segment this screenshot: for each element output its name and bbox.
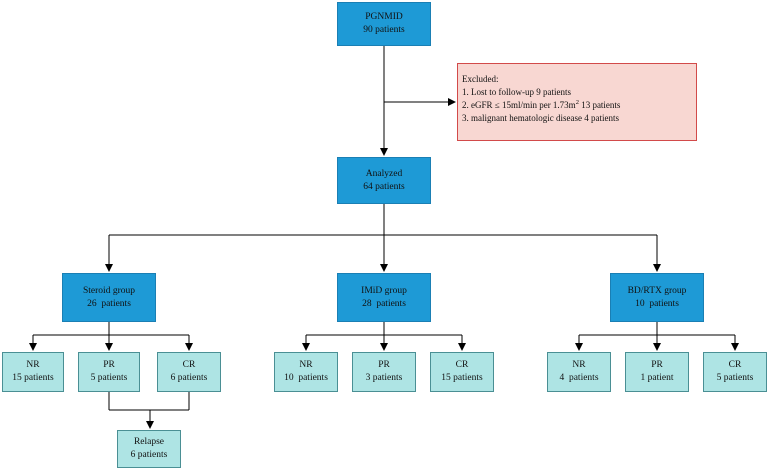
imid-group-box: IMiD group 28 patients [337, 273, 431, 322]
group-title: BD/RTX group [627, 285, 687, 296]
imid-nr-box: NR 10 patients [274, 352, 338, 392]
excluded-item-3: 3. malignant hematologic disease 4 patie… [462, 113, 619, 124]
group-count: 26 patients [87, 298, 131, 309]
outcome-count: 15 patients [12, 373, 54, 383]
bdrtx-pr-box: PR 1 patient [625, 352, 689, 392]
outcome-label: CR [182, 360, 196, 371]
outcome-count: 5 patients [90, 373, 128, 383]
steroid-group-box: Steroid group 26 patients [62, 273, 156, 322]
outcome-label: PR [651, 360, 663, 371]
outcome-label: CR [455, 360, 469, 371]
group-count: 10 patients [635, 298, 679, 309]
steroid-cr-box: CR 6 patients [157, 352, 221, 392]
outcome-count: 15 patients [441, 373, 483, 383]
outcome-label: NR [299, 360, 313, 371]
pgnmid-title: PGNMID [365, 12, 403, 23]
imid-cr-box: CR 15 patients [430, 352, 494, 392]
outcome-count: 4 patients [559, 373, 599, 383]
outcome-count: 3 patients [365, 373, 403, 383]
bdrtx-cr-box: CR 5 patients [703, 352, 767, 392]
outcome-label: CR [728, 360, 742, 371]
outcome-label: NR [26, 360, 40, 371]
outcome-label: PR [103, 360, 115, 371]
steroid-pr-box: PR 5 patients [78, 352, 140, 392]
bdrtx-nr-box: NR 4 patients [547, 352, 611, 392]
relapse-title: Relapse [133, 437, 165, 448]
imid-pr-box: PR 3 patients [352, 352, 416, 392]
analyzed-box: Analyzed 64 patients [337, 157, 431, 204]
group-title: Steroid group [83, 285, 135, 296]
relapse-box: Relapse 6 patients [117, 430, 181, 468]
analyzed-count: 64 patients [363, 181, 405, 192]
steroid-nr-box: NR 15 patients [2, 352, 64, 392]
outcome-count: 10 patients [284, 373, 328, 383]
relapse-count: 6 patients [130, 450, 168, 460]
outcome-label: NR [572, 360, 586, 371]
pgnmid-count: 90 patients [363, 25, 405, 35]
excluded-box: Excluded: 1. Lost to follow-up 9 patient… [457, 63, 697, 141]
outcome-count: 6 patients [170, 373, 208, 383]
excluded-item-2: 2. eGFR ≤ 15ml/min per 1.73m2 13 patient… [462, 99, 621, 111]
outcome-label: PR [378, 360, 390, 371]
group-count: 28 patients [362, 298, 406, 309]
outcome-count: 5 patients [716, 373, 754, 383]
bdrtx-group-box: BD/RTX group 10 patients [610, 273, 704, 322]
outcome-count: 1 patient [640, 373, 674, 383]
analyzed-title: Analyzed [365, 168, 403, 179]
excluded-heading: Excluded: [462, 74, 499, 84]
pgnmid-box: PGNMID 90 patients [337, 2, 431, 46]
excluded-item-1: 1. Lost to follow-up 9 patients [462, 87, 571, 98]
group-title: IMiD group [361, 285, 407, 296]
